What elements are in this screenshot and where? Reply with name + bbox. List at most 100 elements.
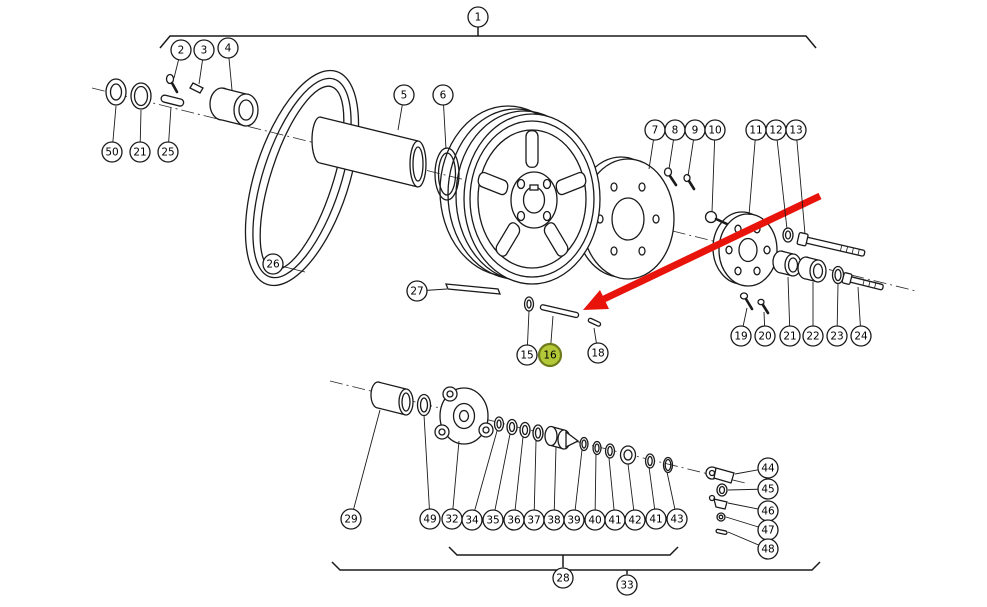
svg-text:18: 18 (591, 348, 604, 360)
shaft-5 (311, 116, 427, 188)
screw-20 (757, 298, 770, 315)
callout-11[interactable]: 11 (745, 119, 767, 141)
callout-1[interactable]: 1 (467, 6, 489, 28)
svg-text:34: 34 (465, 515, 479, 527)
svg-text:47: 47 (761, 525, 774, 537)
strip-27 (445, 283, 501, 295)
callout-41[interactable]: 41 (645, 508, 667, 530)
nut-42 (619, 445, 637, 465)
callout-43[interactable]: 43 (666, 508, 688, 530)
callout-27[interactable]: 27 (406, 280, 428, 302)
callout-8[interactable]: 8 (664, 119, 686, 141)
ring-21 (130, 82, 152, 110)
callout-16[interactable]: 16 (537, 342, 563, 368)
callout-48[interactable]: 48 (757, 538, 779, 560)
callout-47[interactable]: 47 (757, 519, 779, 541)
svg-text:21: 21 (133, 147, 146, 159)
screw-9 (683, 173, 696, 191)
callout-41[interactable]: 41 (604, 509, 626, 531)
svg-text:23: 23 (830, 331, 843, 343)
disc-plate-7 (574, 156, 675, 280)
svg-text:41: 41 (649, 514, 662, 526)
callout-12[interactable]: 12 (765, 119, 787, 141)
callout-25[interactable]: 25 (157, 141, 179, 163)
o-ring-43 (662, 456, 674, 474)
callout-26[interactable]: 26 (262, 253, 284, 275)
callout-32[interactable]: 32 (441, 508, 463, 530)
o-ring-45 (716, 483, 728, 497)
callout-39[interactable]: 39 (563, 509, 585, 531)
callout-5[interactable]: 5 (393, 84, 415, 106)
callout-9[interactable]: 9 (684, 119, 706, 141)
callout-2[interactable]: 2 (170, 39, 192, 61)
callout-37[interactable]: 37 (523, 509, 545, 531)
svg-text:13: 13 (789, 125, 802, 137)
callout-29[interactable]: 29 (340, 508, 362, 530)
svg-text:26: 26 (266, 259, 280, 271)
callout-18[interactable]: 18 (587, 342, 609, 364)
svg-text:42: 42 (628, 515, 641, 527)
nut-47 (716, 512, 726, 522)
pointer-arrow (583, 192, 822, 310)
callout-28[interactable]: 28 (552, 567, 574, 589)
callout-24[interactable]: 24 (850, 325, 872, 347)
svg-text:48: 48 (761, 544, 774, 556)
callout-6[interactable]: 6 (432, 84, 454, 106)
svg-text:25: 25 (161, 147, 174, 159)
callout-3[interactable]: 3 (193, 39, 215, 61)
svg-text:36: 36 (507, 515, 521, 527)
svg-text:29: 29 (344, 514, 357, 526)
main-pulley (439, 105, 601, 285)
svg-text:28: 28 (556, 573, 569, 585)
svg-text:27: 27 (410, 286, 423, 298)
callout-21[interactable]: 21 (129, 141, 151, 163)
svg-text:46: 46 (761, 506, 775, 518)
callout-42[interactable]: 42 (624, 509, 646, 531)
callout-19[interactable]: 19 (730, 325, 752, 347)
callout-33[interactable]: 33 (616, 574, 638, 596)
callout-7[interactable]: 7 (644, 119, 666, 141)
ring-41a (604, 443, 616, 459)
callout-15[interactable]: 15 (516, 344, 538, 366)
callout-13[interactable]: 13 (785, 119, 807, 141)
callout-49[interactable]: 49 (419, 508, 441, 530)
svg-text:40: 40 (588, 515, 601, 527)
washer-37 (532, 424, 544, 442)
callout-21[interactable]: 21 (779, 325, 801, 347)
callout-38[interactable]: 38 (543, 509, 565, 531)
svg-text:15: 15 (520, 350, 533, 362)
svg-text:37: 37 (527, 515, 540, 527)
callout-50[interactable]: 50 (101, 141, 123, 163)
svg-text:1: 1 (475, 12, 482, 24)
callout-36[interactable]: 36 (503, 509, 525, 531)
pin-16 (539, 304, 580, 319)
svg-text:35: 35 (486, 515, 499, 527)
svg-text:10: 10 (708, 125, 721, 137)
ring-40 (592, 440, 602, 456)
callout-10[interactable]: 10 (704, 119, 726, 141)
tube-29 (370, 381, 414, 416)
callout-35[interactable]: 35 (482, 509, 504, 531)
svg-text:22: 22 (806, 331, 819, 343)
callout-4[interactable]: 4 (217, 37, 239, 59)
svg-text:6: 6 (440, 90, 447, 102)
svg-text:21: 21 (783, 331, 796, 343)
bolt-13 (796, 232, 866, 257)
callout-20[interactable]: 20 (754, 325, 776, 347)
pin-18 (587, 317, 602, 327)
svg-text:32: 32 (445, 514, 458, 526)
callout-40[interactable]: 40 (584, 509, 606, 531)
group-bracket-1 (159, 27, 817, 49)
svg-text:19: 19 (734, 331, 747, 343)
washer-12 (782, 227, 794, 243)
callout-22[interactable]: 22 (802, 325, 824, 347)
callout-44[interactable]: 44 (757, 457, 779, 479)
callout-34[interactable]: 34 (461, 509, 483, 531)
screw-8 (663, 167, 678, 187)
callout-46[interactable]: 46 (757, 500, 779, 522)
callout-23[interactable]: 23 (826, 325, 848, 347)
bolt-10 (704, 210, 729, 226)
callout-45[interactable]: 45 (757, 478, 779, 500)
